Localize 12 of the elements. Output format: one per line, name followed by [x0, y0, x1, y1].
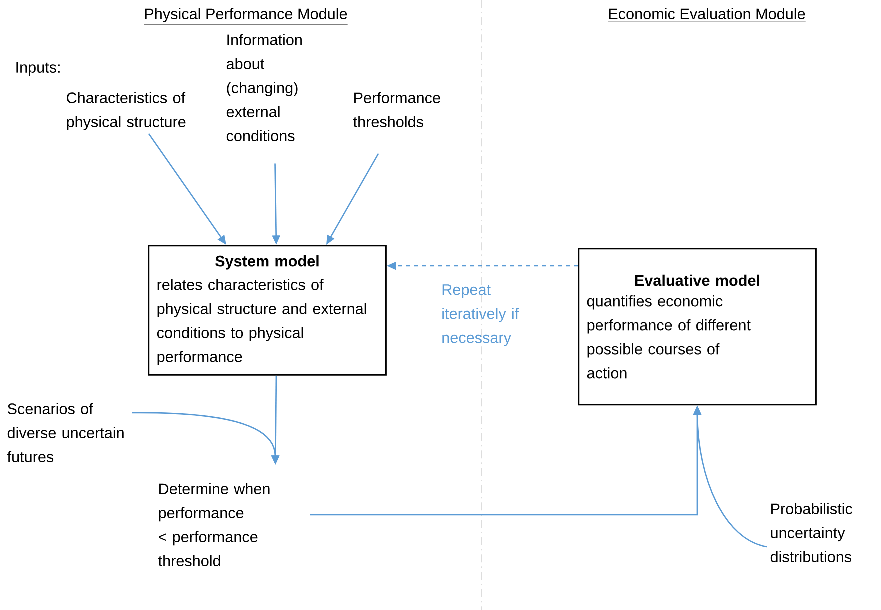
input-text: Characteristics of physical structure	[67, 92, 186, 131]
input-text: Information about (changing) external conditions	[226, 34, 302, 142]
input-text: Performance thresholds	[354, 92, 440, 128]
inputs-label: Inputs:	[16, 62, 60, 76]
model-box: System model relates characteristics of physical structure and external conditions to physical performance	[148, 245, 387, 376]
input-text: Probabilistic uncertainty distributions	[770, 503, 853, 563]
input-text: Scenarios of diverse uncertain futures	[7, 403, 124, 463]
edge-label: Repeat iteratively if necessary	[442, 284, 520, 346]
input-text: Determine when performance < performance threshold	[158, 483, 270, 567]
module-heading: Economic Evaluation Module	[608, 8, 806, 22]
model-box: Evaluative model quantifies economic performance of different possible courses of action	[578, 248, 817, 406]
module-heading: Physical Performance Module	[144, 8, 348, 25]
